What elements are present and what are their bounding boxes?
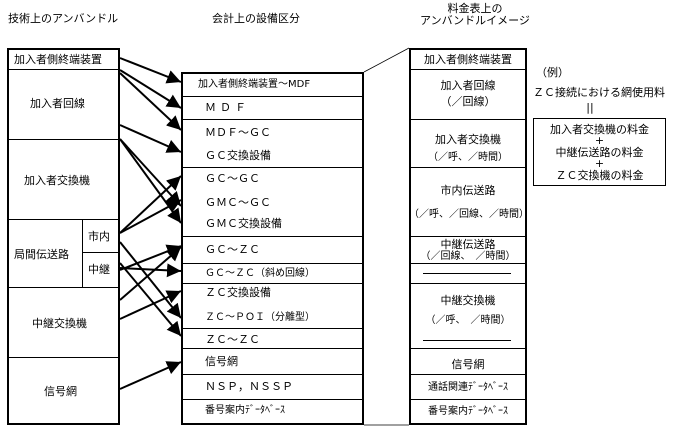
- example-line3: ＺＣ交換機の料金: [555, 169, 644, 182]
- example-title: （例）: [536, 66, 569, 79]
- right-terminal: 加入者側終端装置: [424, 53, 512, 66]
- divider: [181, 119, 364, 120]
- divider: [181, 283, 364, 284]
- arrow-relayex-zc: [119, 290, 182, 320]
- divider: [181, 96, 364, 97]
- divider: [7, 219, 120, 220]
- accounting-category-box: [181, 72, 364, 425]
- right-relay-exchange-2: （／呼、 ／時間）: [425, 315, 511, 326]
- left-column-header: 技術上のアンバンドル: [8, 12, 119, 25]
- blank-row-line: [423, 340, 511, 341]
- middle-row: ＧＭＣ～ＧＣ: [205, 196, 271, 209]
- left-relay-label: 中継: [88, 263, 110, 276]
- divider: [181, 167, 364, 168]
- right-relay-exchange-1: 中継交換機: [440, 294, 496, 307]
- arrow-exchange-gmc: [119, 138, 182, 224]
- divider: [7, 357, 120, 358]
- arrow-local-gcgc: [119, 175, 182, 234]
- right-call-db: 通話関連ﾃﾞｰﾀﾍﾞｰｽ: [428, 382, 508, 393]
- left-line-label: 加入者回線: [30, 97, 85, 110]
- left-exchange-label: 加入者交換機: [24, 174, 90, 187]
- left-interoffice-label: 局間伝送路: [14, 248, 69, 261]
- divider: [409, 167, 527, 168]
- arrow-line-mdfgc: [119, 72, 182, 131]
- divider: [409, 69, 527, 70]
- divider: [409, 348, 527, 349]
- divider: [409, 263, 527, 264]
- right-relay-1: 中継伝送路: [440, 238, 496, 251]
- arrow-exchange-gc: [119, 124, 182, 153]
- arrow-relay-diag: [119, 263, 182, 278]
- right-column-header-line2: アンバンドルイメージ: [420, 14, 530, 27]
- divider: [7, 287, 120, 288]
- right-column-header-line1: 料金表上の: [447, 2, 503, 15]
- divider: [409, 399, 527, 400]
- divider: [7, 69, 120, 70]
- divider: [409, 374, 527, 375]
- divider: [181, 263, 364, 264]
- example-plus1: +: [594, 134, 605, 147]
- arrow-line-mdf: [119, 69, 182, 109]
- right-local-1: 市内伝送路: [440, 184, 496, 197]
- arrow-relay-gczc: [119, 244, 182, 271]
- left-relay-exchange-label: 中継交換機: [32, 317, 87, 330]
- middle-row: ＭＤＦ: [205, 101, 250, 114]
- left-terminal-label: 加入者側終端装置: [14, 53, 102, 66]
- middle-row: ＮＳＰ，ＮＳＳＰ: [205, 380, 293, 393]
- middle-row: 番号案内ﾃﾞｰﾀﾍﾞｰｽ: [205, 405, 285, 416]
- arrow-relay-zcpoi: [119, 241, 182, 319]
- middle-column-header: 会計上の設備区分: [212, 12, 300, 25]
- left-signal-label: 信号網: [44, 385, 77, 398]
- middle-row: ＺＣ～ＺＣ: [205, 333, 260, 346]
- divider: [181, 328, 364, 329]
- middle-row: ＭＤＦ～ＧＣ: [205, 126, 271, 139]
- divider: [181, 348, 364, 349]
- technical-unbundle-box: [7, 48, 120, 425]
- middle-row: ＧＭＣ交換設備: [205, 217, 282, 230]
- middle-row: ＧＣ～ＺＣ: [205, 243, 260, 256]
- middle-row: 信号網: [205, 355, 238, 368]
- arrow-relayex-gczc: [119, 246, 182, 301]
- divider: [409, 119, 527, 120]
- middle-row: ＺＣ～ＰＯＩ（分離型）: [205, 312, 315, 323]
- right-number-db: 番号案内ﾃﾞｰﾀﾍﾞｰｽ: [428, 406, 508, 417]
- example-plus2: +: [594, 157, 605, 170]
- arrow-relay-zczc: [119, 262, 182, 337]
- divider: [409, 283, 527, 284]
- middle-row: ＺＣ交換設備: [205, 286, 271, 299]
- right-exchange-2: （／呼、／時間）: [428, 152, 508, 163]
- middle-row: ＧＣ～ＺＣ（斜め回線）: [205, 268, 315, 279]
- bracket-line-top: [363, 47, 410, 73]
- divider: [409, 236, 527, 237]
- arrow-terminal: [119, 57, 182, 84]
- example-line1: 加入者交換機の料金: [550, 123, 649, 136]
- example-box: [533, 118, 666, 186]
- divider: [181, 399, 364, 400]
- left-local-label: 市内: [88, 230, 110, 243]
- right-exchange-1: 加入者交換機: [435, 133, 501, 146]
- middle-row: 加入者側終端装置～MDF: [198, 79, 311, 90]
- blank-row-line: [423, 273, 511, 274]
- right-line-1: 加入者回線: [440, 79, 496, 92]
- right-signal: 信号網: [451, 358, 485, 371]
- divider: [7, 139, 120, 140]
- middle-row: ＧＣ～ＧＣ: [205, 172, 260, 185]
- divider: [82, 252, 120, 253]
- right-relay-2: （／回線、 ／時間）: [420, 251, 516, 262]
- arrow-local-gmcgc2: [119, 199, 182, 234]
- right-local-2: （／呼、／回線、／時間）: [409, 209, 529, 220]
- right-line-2: （／回線）: [440, 95, 496, 108]
- divider: [181, 236, 364, 237]
- divider: [181, 374, 364, 375]
- arrow-exchange-gmcgc: [119, 138, 182, 207]
- middle-row: ＧＣ交換設備: [205, 149, 271, 162]
- example-subtitle: ＺＣ接続における網使用料: [533, 86, 665, 99]
- arrow-signal: [119, 361, 182, 390]
- example-equals: ||: [586, 101, 594, 114]
- example-line2: 中継伝送路の料金: [555, 146, 644, 159]
- divider: [82, 219, 83, 287]
